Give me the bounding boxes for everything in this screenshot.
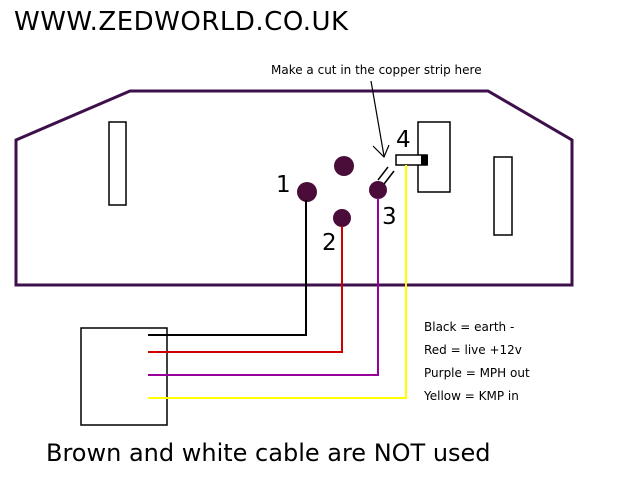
pin-top <box>334 156 354 176</box>
cut-arrow-shaft <box>370 80 385 157</box>
mounting-slot-left <box>108 121 127 206</box>
cut-annotation: Make a cut in the copper strip here <box>271 63 482 77</box>
black-wire <box>148 200 307 336</box>
purple-wire <box>148 198 379 376</box>
pin-1 <box>297 182 317 202</box>
mounting-slot-right <box>493 156 513 236</box>
pin-3-label: 3 <box>382 204 397 230</box>
pin-2 <box>333 209 351 227</box>
legend-black: Black = earth - <box>424 320 515 334</box>
copper-strip-cut-mark-2 <box>377 166 389 181</box>
pin-3 <box>369 181 387 199</box>
terminal-block <box>80 327 168 426</box>
cut-arrow-head <box>372 144 390 159</box>
footer-note: Brown and white cable are NOT used <box>46 439 491 467</box>
legend-yellow: Yellow = KMP in <box>424 389 519 403</box>
yellow-wire <box>148 165 407 399</box>
copper-strip-cut-mark <box>383 170 395 185</box>
connector-housing <box>14 89 574 287</box>
pin-4-tab-end <box>421 155 428 165</box>
pin-1-label: 1 <box>276 172 291 198</box>
pin-4-label: 4 <box>396 127 411 153</box>
pin-2-label: 2 <box>322 230 337 256</box>
legend-red: Red = live +12v <box>424 343 522 357</box>
website-header: WWW.ZEDWORLD.CO.UK <box>14 7 349 37</box>
red-wire <box>148 226 343 353</box>
legend-purple: Purple = MPH out <box>424 366 530 380</box>
